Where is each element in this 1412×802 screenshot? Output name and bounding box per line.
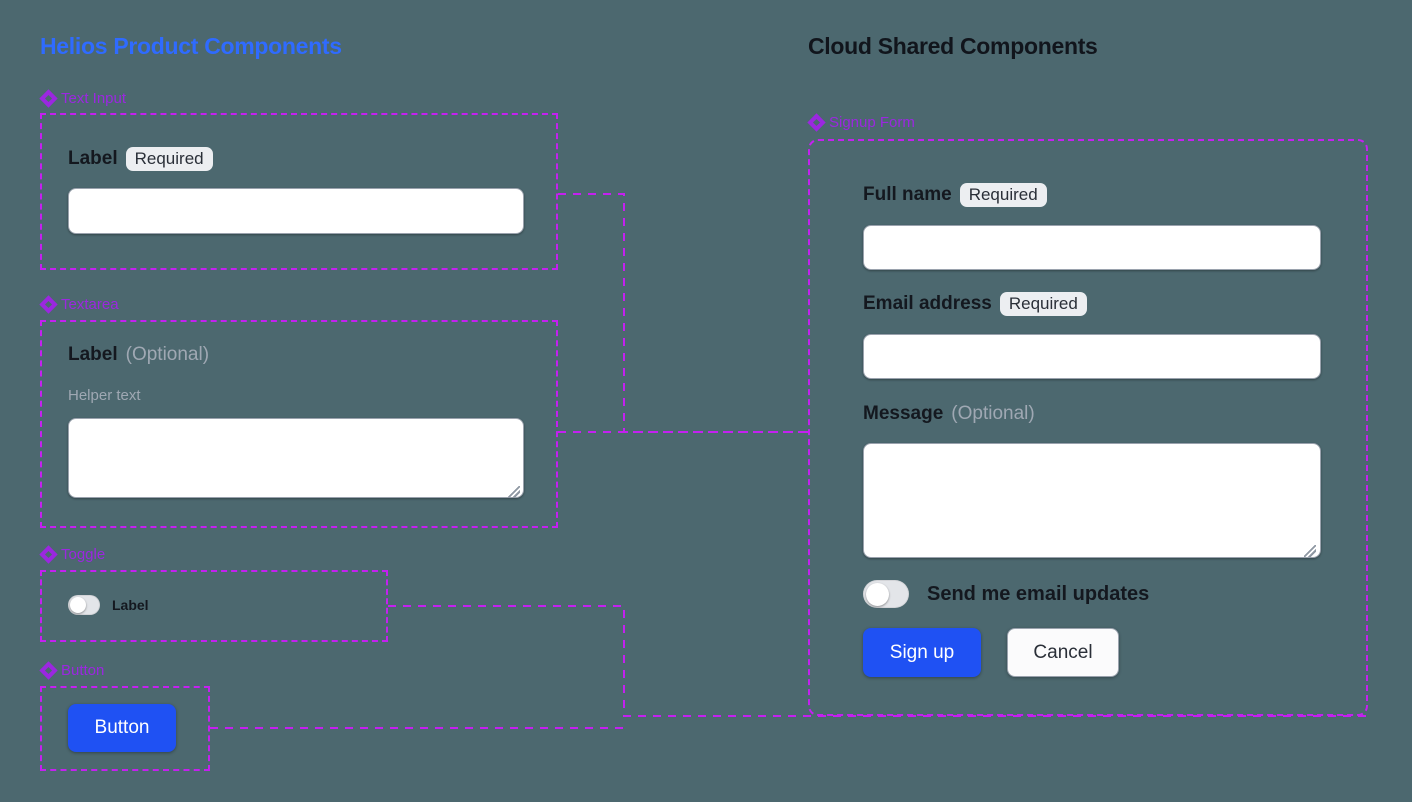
email-input[interactable] bbox=[863, 334, 1321, 379]
component-frame-textarea bbox=[40, 320, 558, 528]
connector-text-input bbox=[558, 193, 808, 433]
toggle-knob bbox=[70, 597, 86, 613]
message-label: Message bbox=[863, 403, 944, 424]
textarea-optional-tag: (Optional) bbox=[125, 344, 210, 365]
signup-cancel-button[interactable]: Cancel bbox=[1007, 628, 1119, 677]
full-name-label: Full name bbox=[863, 184, 952, 205]
demo-button[interactable]: Button bbox=[68, 704, 176, 752]
required-badge: Required bbox=[125, 147, 213, 171]
message-label-row: Message (Optional) bbox=[863, 403, 1035, 425]
annotation-label: Textarea bbox=[61, 296, 119, 313]
full-name-label-row: Full name Required bbox=[863, 183, 1047, 207]
email-updates-toggle-row[interactable]: Send me email updates bbox=[863, 580, 1149, 608]
required-badge: Required bbox=[959, 183, 1047, 207]
email-label-row: Email address Required bbox=[863, 292, 1087, 316]
component-frame-toggle bbox=[40, 570, 388, 642]
page-title-left: Helios Product Components bbox=[40, 33, 342, 59]
text-input-field[interactable] bbox=[68, 188, 524, 234]
toggle-row[interactable]: Label bbox=[68, 595, 149, 615]
annotation-label: Signup Form bbox=[829, 114, 915, 131]
textarea-label-row: Label (Optional) bbox=[68, 344, 209, 366]
textarea-resize-handle[interactable] bbox=[508, 486, 520, 498]
text-input-label-row: Label Required bbox=[68, 147, 213, 171]
annotation-label: Button bbox=[61, 662, 105, 679]
toggle-switch[interactable] bbox=[68, 595, 100, 615]
email-updates-label: Send me email updates bbox=[927, 582, 1150, 605]
diamond-icon bbox=[39, 295, 58, 314]
email-updates-knob bbox=[866, 582, 889, 606]
textarea-field[interactable] bbox=[68, 418, 524, 498]
textarea-helper-text: Helper text bbox=[68, 387, 141, 404]
email-label: Email address bbox=[863, 293, 992, 314]
annotation-toggle: Toggle bbox=[39, 545, 106, 564]
annotation-textarea: Textarea bbox=[39, 295, 119, 314]
text-input-label: Label bbox=[68, 148, 118, 169]
page-title-right: Cloud Shared Components bbox=[808, 33, 1098, 59]
annotation-label: Toggle bbox=[61, 546, 106, 563]
message-resize-handle[interactable] bbox=[1304, 545, 1316, 557]
component-frame-text-input bbox=[40, 113, 558, 270]
component-frame-button bbox=[40, 686, 210, 771]
message-textarea[interactable] bbox=[863, 443, 1321, 558]
annotation-signup-form: Signup Form bbox=[807, 113, 915, 132]
annotation-label: Text Input bbox=[61, 90, 127, 107]
message-optional-tag: (Optional) bbox=[951, 403, 1035, 424]
diamond-icon bbox=[39, 545, 58, 564]
textarea-label: Label bbox=[68, 344, 118, 365]
required-badge: Required bbox=[999, 292, 1087, 316]
diamond-icon bbox=[807, 113, 826, 132]
email-updates-switch[interactable] bbox=[863, 580, 909, 608]
diamond-icon bbox=[39, 89, 58, 108]
annotation-text-input: Text Input bbox=[39, 89, 127, 108]
annotation-button: Button bbox=[39, 661, 105, 680]
toggle-label: Label bbox=[112, 597, 149, 613]
full-name-input[interactable] bbox=[863, 225, 1321, 270]
signup-submit-button[interactable]: Sign up bbox=[863, 628, 981, 677]
diamond-icon bbox=[39, 661, 58, 680]
